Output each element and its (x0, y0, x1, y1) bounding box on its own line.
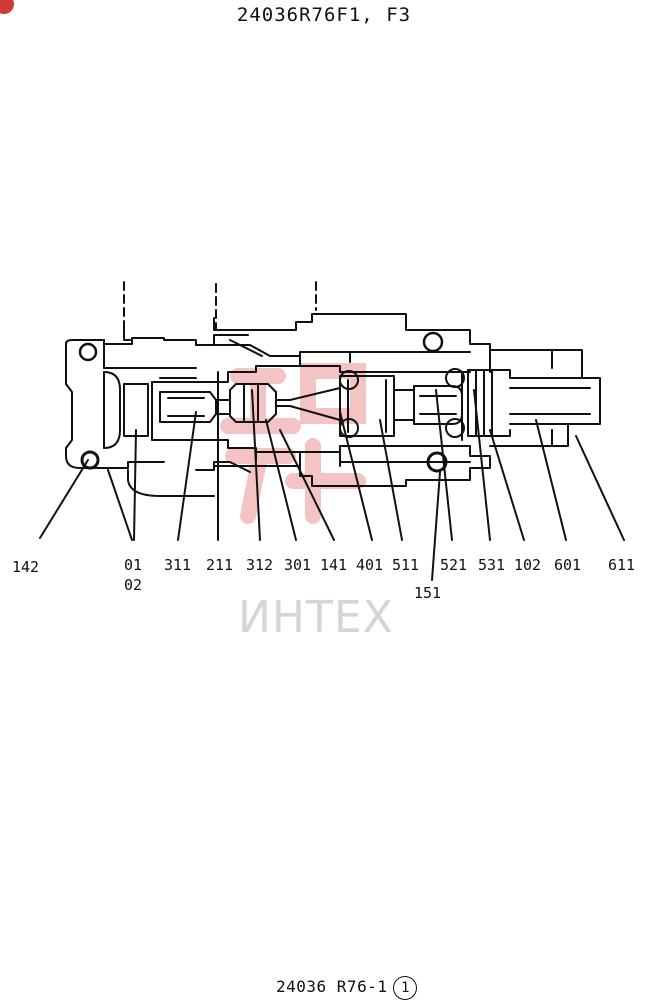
label-02: 02 (124, 576, 142, 594)
label-312: 312 (246, 556, 273, 574)
footer-code: 24036 R76-1 (276, 977, 388, 996)
corner-mark (0, 0, 14, 14)
drawing-footer: 24036 R76-1 1 (276, 976, 418, 1000)
label-531: 531 (478, 556, 505, 574)
sheet-number: 1 (393, 976, 418, 1000)
label-102: 102 (514, 556, 541, 574)
label-401: 401 (356, 556, 383, 574)
label-511: 511 (392, 556, 419, 574)
watermark-text: ИНТЕХ (238, 592, 394, 643)
label-142: 142 (12, 558, 39, 576)
label-211: 211 (206, 556, 233, 574)
label-151: 151 (414, 584, 441, 602)
label-01: 01 (124, 556, 142, 574)
label-311: 311 (164, 556, 191, 574)
label-611: 611 (608, 556, 635, 574)
label-601: 601 (554, 556, 581, 574)
label-141: 141 (320, 556, 347, 574)
label-301: 301 (284, 556, 311, 574)
label-521: 521 (440, 556, 467, 574)
drawing-title: 24036R76F1, F3 (236, 4, 412, 26)
